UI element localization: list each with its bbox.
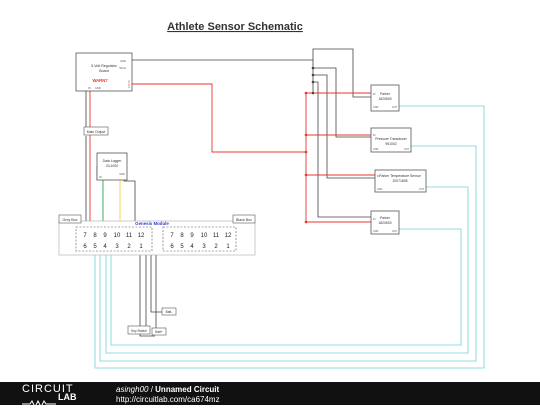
schematic-title: Athlete Sensor Schematic xyxy=(167,21,303,33)
data-logger-label-1: Data Logger xyxy=(103,159,123,163)
pin-right-top-1: 7 xyxy=(170,233,174,239)
sensor-4-part: 1820600 xyxy=(378,221,391,225)
sensor-3-name: Parker Temperature Sensor xyxy=(379,174,421,178)
grey-box-tag: Grey Box xyxy=(58,214,82,224)
sensor-1-pin-out: OUT xyxy=(392,106,398,109)
sensor-parker-temperature: Parker Temperature Sensor 20071808 IN GN… xyxy=(374,169,427,193)
power-wires xyxy=(89,83,375,230)
circuit-name: Unnamed Circuit xyxy=(155,385,220,394)
pin-right-bottom-3: 4 xyxy=(190,244,194,250)
voltage-regulator: 5 Volt Regulator Board WARN7 GND 5Vout 1… xyxy=(75,52,133,92)
data-logger-pin-in: IN xyxy=(99,175,102,179)
pin-left-top-4: 10 xyxy=(114,233,121,239)
batt-plus-label: Batt+ xyxy=(155,330,163,334)
logo-brand-bottom: LAB xyxy=(58,392,77,402)
regulator-label-2: Board xyxy=(99,69,109,73)
sensor-2-pin-out: OUT xyxy=(404,148,410,151)
title-separator: / xyxy=(148,385,156,394)
power-junction-dots xyxy=(304,91,308,224)
sensor-4-name: Parker xyxy=(380,216,391,220)
schematic-canvas: Athlete Sensor Schematic xyxy=(58,21,485,369)
footer-bar: CIRCUIT LAB asingh00 / Unnamed Circuit h… xyxy=(0,382,540,409)
sensor-4-pin-in: IN xyxy=(373,218,376,221)
regulator-pin-5v: 5Vout xyxy=(119,66,126,70)
batt-minus-label: Batt- xyxy=(166,310,173,314)
pin-right-bottom-1: 6 xyxy=(170,244,174,250)
regulator-pin-in: IN xyxy=(88,86,91,90)
logo-brand-top: CIRCUIT xyxy=(22,383,74,395)
sensor-1-part: 1820600 xyxy=(378,97,391,101)
author-link[interactable]: asingh00 xyxy=(116,385,149,394)
pin-right-top-2: 8 xyxy=(180,233,184,239)
pin-right-top-6: 12 xyxy=(225,233,232,239)
logo-resistor-icon: LAB xyxy=(22,392,92,409)
pin-left-top-3: 9 xyxy=(103,233,107,239)
circuit-url[interactable]: http://circuitlab.com/ca674mz xyxy=(116,395,220,404)
sensor-3-pin-in: IN xyxy=(377,175,380,178)
batt-minus-tag: Batt- xyxy=(161,307,177,316)
pin-right-bottom-4: 3 xyxy=(202,244,206,250)
regulator-pin-gnd-bottom: GND xyxy=(95,86,101,90)
pin-right-top-5: 11 xyxy=(213,233,220,239)
key-switch: Key Switch xyxy=(127,325,151,335)
black-box-tag: Black Box xyxy=(232,214,256,224)
sensor-3-pin-out: OUT xyxy=(419,188,425,191)
ground-wires xyxy=(85,48,375,337)
pin-left-bottom-4: 3 xyxy=(115,244,119,250)
grey-box-label: Grey Box xyxy=(63,218,78,222)
pin-right-bottom-2: 5 xyxy=(180,244,184,250)
main-output-tag: Main Output xyxy=(83,126,109,136)
pin-left-bottom-5: 2 xyxy=(127,244,131,250)
genesis-module-label: Genesis Module xyxy=(135,221,169,226)
signal-wires xyxy=(94,105,485,369)
pin-right-bottom-5: 2 xyxy=(214,244,218,250)
regulator-pin-12v: 12V IN xyxy=(127,80,131,88)
pin-left-bottom-2: 5 xyxy=(93,244,97,250)
pin-left-bottom-3: 4 xyxy=(103,244,107,250)
junction-dots xyxy=(311,66,315,95)
circuitlab-logo[interactable]: CIRCUIT LAB xyxy=(22,383,92,409)
pin-right-bottom-6: 1 xyxy=(226,244,230,250)
sensor-4-pin-gnd: GND xyxy=(373,230,379,233)
regulator-label-1: 5 Volt Regulator xyxy=(91,64,117,68)
sensor-3-pin-gnd: GND xyxy=(377,188,383,191)
pin-left-top-6: 12 xyxy=(138,233,145,239)
regulator-warning: WARN7 xyxy=(92,78,108,83)
pin-right-top-3: 9 xyxy=(190,233,194,239)
genesis-module: Genesis Module 7 8 9 10 11 12 6 5 4 3 2 … xyxy=(58,220,256,256)
data-logger-label-2: GL1000 xyxy=(106,164,118,168)
pin-left-top-5: 11 xyxy=(126,233,133,239)
pin-left-bottom-1: 6 xyxy=(83,244,87,250)
key-switch-label: Key Switch xyxy=(131,329,147,333)
circuit-title: asingh00 / Unnamed Circuit xyxy=(116,385,219,394)
sensor-3-part: 20071808 xyxy=(392,179,407,183)
sensor-pressure-transducer: Pressure Transducer 951002 IN GND OUT xyxy=(370,127,412,153)
sensor-2-pin-gnd: GND xyxy=(373,148,379,151)
sensor-parker-1: Parker 1820600 IN GND OUT xyxy=(370,84,400,112)
main-output-label: Main Output xyxy=(87,130,106,134)
pin-left-bottom-6: 1 xyxy=(139,244,143,250)
batt-plus-tag: Batt+ xyxy=(151,327,167,336)
sensor-parker-2: Parker 1820600 IN GND OUT xyxy=(370,210,400,235)
sensor-4-pin-out: OUT xyxy=(392,230,398,233)
pin-left-top-2: 8 xyxy=(93,233,97,239)
data-logger: Data Logger GL1000 GND IN xyxy=(96,152,128,181)
sensor-1-name: Parker xyxy=(380,92,391,96)
sensor-2-part: 951002 xyxy=(385,142,396,146)
sensor-1-pin-in: IN xyxy=(373,93,376,96)
sensor-2-pin-in: IN xyxy=(373,134,376,137)
black-box-label: Black Box xyxy=(236,218,252,222)
sensor-1-pin-gnd: GND xyxy=(373,106,379,109)
sensor-2-name: Pressure Transducer xyxy=(375,137,407,141)
pin-left-top-1: 7 xyxy=(83,233,87,239)
pin-right-top-4: 10 xyxy=(201,233,208,239)
data-logger-pin-out: GND xyxy=(119,172,125,176)
regulator-pin-gnd: GND xyxy=(120,59,126,63)
